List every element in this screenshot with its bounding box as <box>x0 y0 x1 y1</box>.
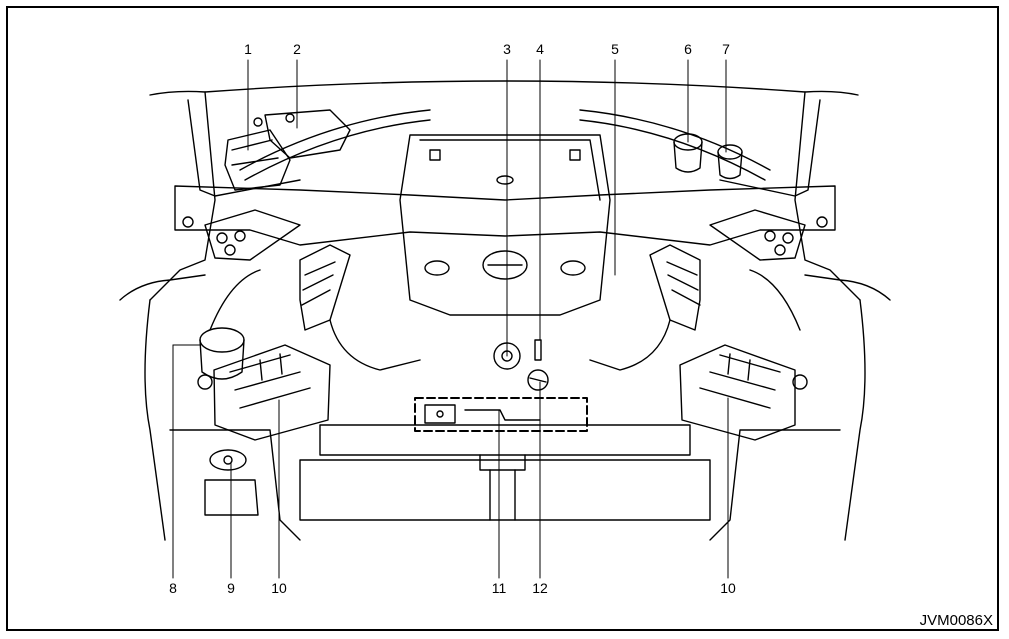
engine-cover <box>399 134 611 316</box>
figure-frame <box>6 6 999 631</box>
callout-10-left: 10 <box>271 580 287 596</box>
callout-6: 6 <box>684 41 692 57</box>
intake-hoses <box>209 109 801 371</box>
figure-code: JVM0086X <box>919 612 993 629</box>
right-fuse-box <box>679 344 808 441</box>
dashed-component-area <box>414 397 588 432</box>
callout-5: 5 <box>611 41 619 57</box>
left-fuse-box <box>213 344 331 441</box>
coolant-cap <box>204 449 259 516</box>
dashed-area-contents <box>424 404 541 424</box>
leader-lines <box>172 59 729 579</box>
callout-9: 9 <box>227 580 235 596</box>
radiator-area <box>299 424 711 521</box>
callout-4: 4 <box>536 41 544 57</box>
callout-7: 7 <box>722 41 730 57</box>
strut-tower-brace <box>174 185 836 261</box>
callout-11: 11 <box>491 580 507 596</box>
washer-reservoir <box>197 327 245 390</box>
upper-left-components <box>224 109 351 191</box>
callout-12: 12 <box>532 580 548 596</box>
callout-1: 1 <box>244 41 252 57</box>
callout-2: 2 <box>293 41 301 57</box>
body-outline <box>119 80 891 541</box>
callout-10-right: 10 <box>720 580 736 596</box>
callout-3: 3 <box>503 41 511 57</box>
callout-8: 8 <box>169 580 177 596</box>
